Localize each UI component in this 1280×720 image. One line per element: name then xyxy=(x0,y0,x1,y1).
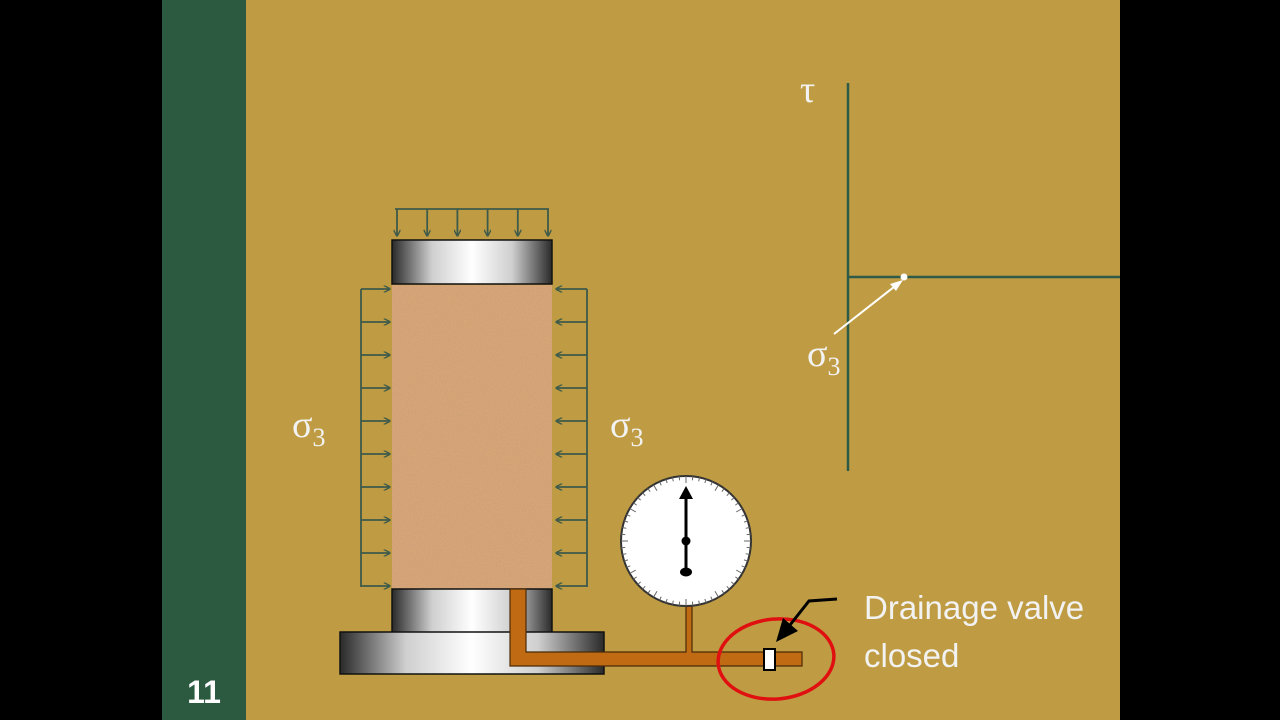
gauge-tick xyxy=(721,488,725,492)
gauge-tick xyxy=(704,598,707,603)
gauge-tick xyxy=(735,576,739,580)
gauge-tick xyxy=(743,520,748,523)
gauge-tick xyxy=(626,514,631,517)
gauge-tick xyxy=(647,590,651,594)
gauge-tick xyxy=(730,581,735,585)
gauge-tick xyxy=(743,559,748,562)
bottom-pedestal xyxy=(391,588,553,634)
valve-label: Drainage valve closed xyxy=(864,589,1093,674)
sigma3-point xyxy=(900,273,908,281)
gauge-tick xyxy=(745,526,750,529)
gauge-tick xyxy=(710,596,713,601)
gauge-tick xyxy=(671,477,674,482)
gauge-tick xyxy=(735,569,743,574)
sigma3-left-label: σ3 xyxy=(292,404,325,452)
gauge-needle-tip xyxy=(679,486,693,499)
sigma3-point-label: σ3 xyxy=(807,333,840,381)
gauge-tick xyxy=(698,477,701,482)
gauge-tick xyxy=(633,576,637,580)
gauge-tick xyxy=(659,481,662,486)
soil-sample xyxy=(392,285,552,589)
gauge-tick xyxy=(745,553,750,556)
gauge-tick xyxy=(726,585,730,590)
gauge-tick xyxy=(626,565,631,568)
gauge-tick xyxy=(714,590,719,598)
slide: 11 xyxy=(162,0,1120,720)
gauge-tick xyxy=(653,590,658,598)
gauge-tick xyxy=(629,569,637,574)
triaxial-test-diagram: σ3 σ3 Drainage valve closed xyxy=(292,69,1120,701)
drainage-pipe xyxy=(509,588,803,667)
gauge-tick xyxy=(735,508,743,513)
right-confining-arrows xyxy=(556,289,588,587)
gauge-tick xyxy=(633,502,637,506)
gauge-tick xyxy=(622,553,627,556)
gauge-tick xyxy=(624,559,629,562)
sigma3-right-label: σ3 xyxy=(610,404,643,452)
gauge-tick xyxy=(637,581,642,585)
gauge-tick xyxy=(710,481,713,486)
gauge-tick xyxy=(741,565,746,568)
gauge-tick xyxy=(714,484,719,492)
left-confining-arrows xyxy=(360,289,390,587)
gauge-tick xyxy=(726,492,730,497)
tau-label: τ xyxy=(800,69,815,111)
sigma3-pointer-arrow xyxy=(833,282,900,335)
gauge-tick xyxy=(741,514,746,517)
gauge-tick xyxy=(721,590,725,594)
mohr-plot: τ σ3 xyxy=(800,69,1120,471)
gauge-tick xyxy=(698,600,701,605)
top-cap xyxy=(391,239,553,285)
gauge-tick xyxy=(642,492,646,497)
gauge-tick xyxy=(704,479,707,484)
gauge-tick xyxy=(730,497,735,501)
gauge-tick xyxy=(647,488,651,492)
slide-number: 11 xyxy=(187,674,221,710)
gauge-tick xyxy=(665,479,668,484)
gauge-tick xyxy=(642,585,646,590)
gauge-tick xyxy=(622,526,627,529)
gauge-tick xyxy=(735,502,739,506)
top-load-arrows xyxy=(395,208,549,236)
valve-callout-pointer xyxy=(776,597,838,642)
drainage-valve xyxy=(763,648,776,671)
gauge-tick xyxy=(637,497,642,501)
gauge-tick xyxy=(653,484,658,492)
gauge-tick xyxy=(671,600,674,605)
gauge-tick xyxy=(659,596,662,601)
gauge-tick xyxy=(665,598,668,603)
slide-sidebar: 11 xyxy=(162,0,246,720)
gauge-tick xyxy=(624,520,629,523)
pore-pressure-gauge xyxy=(620,475,752,607)
valve-highlight-circle xyxy=(716,617,836,701)
gauge-tick xyxy=(629,508,637,513)
